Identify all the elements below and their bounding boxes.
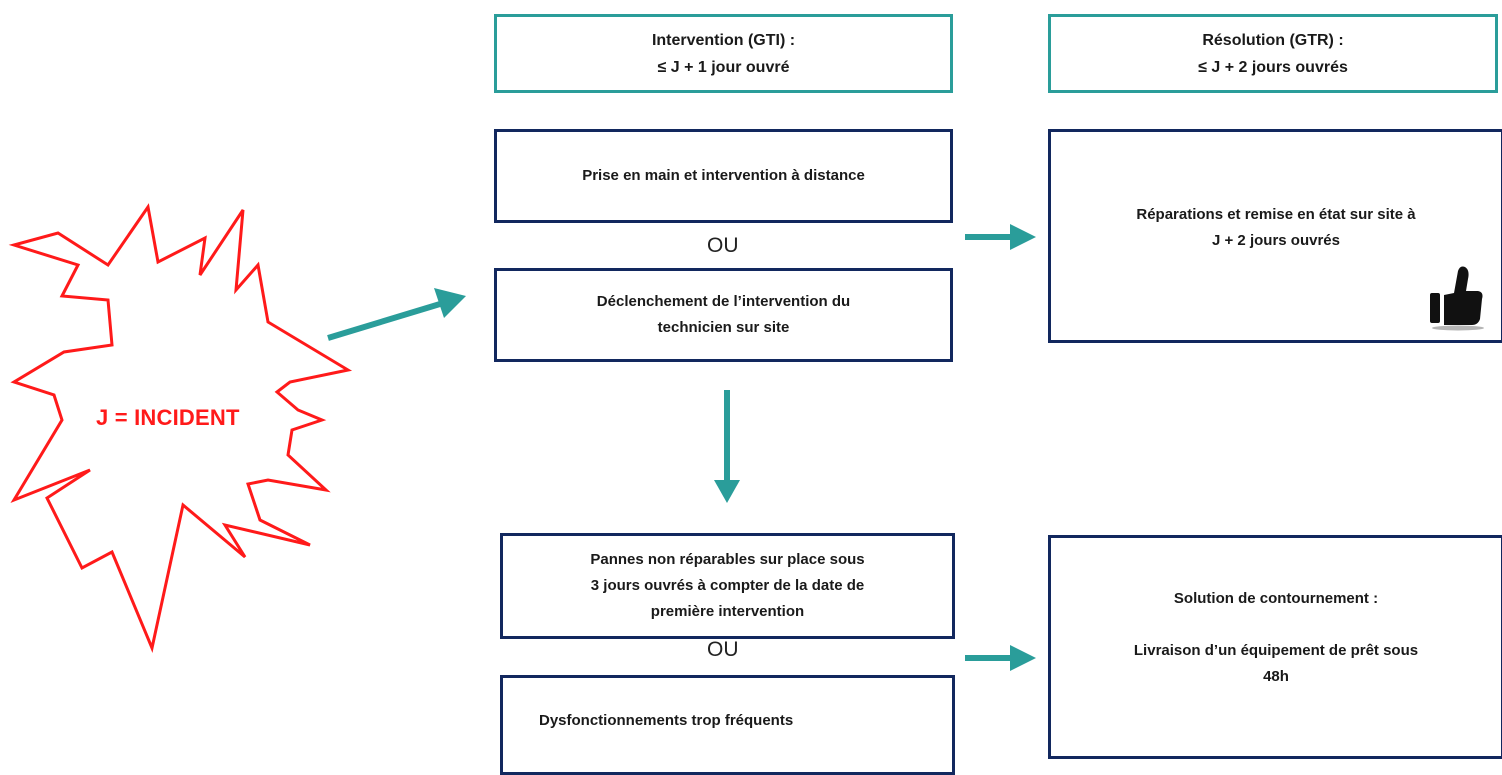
- onsite-repair-line2: J + 2 jours ouvrés: [1212, 232, 1340, 249]
- header-gtr-title: Résolution (GTR) :: [1202, 31, 1344, 49]
- header-gti: Intervention (GTI) : ≤ J + 1 jour ouvré: [494, 14, 953, 93]
- arrowhead-incident-to-intervention: [434, 288, 466, 318]
- workaround-line2: 48h: [1263, 668, 1289, 685]
- unrepairable-line3: première intervention: [650, 603, 805, 620]
- onsite-intervention-line2: technicien sur site: [657, 319, 790, 336]
- onsite-intervention-box: Déclenchement de l’intervention du techn…: [494, 268, 953, 362]
- incident-label: J = INCIDENT: [96, 405, 240, 430]
- incident-starburst: [8, 203, 353, 653]
- or-label-1: OU: [707, 234, 739, 257]
- arrowhead-down-to-failures: [714, 480, 740, 503]
- remote-intervention-box: Prise en main et intervention à distance: [494, 129, 953, 223]
- arrowhead-intervention-to-repair: [1010, 224, 1036, 250]
- frequent-failures-box: Dysfonctionnements trop fréquents: [500, 675, 955, 775]
- arrow-incident-to-intervention: [327, 301, 441, 341]
- thumbs-up-icon: [1430, 266, 1484, 331]
- unrepairable-line2: 3 jours ouvrés à compter de la date de: [590, 577, 865, 594]
- or-label-2: OU: [707, 638, 739, 661]
- workaround-box: Solution de contournement : Livraison d’…: [1048, 535, 1502, 759]
- workaround-line1: Livraison d’un équipement de prêt sous: [1133, 642, 1419, 659]
- arrowhead-failures-to-workaround: [1010, 645, 1036, 671]
- header-gtr-deadline: ≤ J + 2 jours ouvrés: [1198, 58, 1348, 76]
- header-gti-deadline: ≤ J + 1 jour ouvré: [657, 58, 790, 76]
- header-gti-title: Intervention (GTI) :: [651, 31, 796, 49]
- unrepairable-line1: Pannes non réparables sur place sous: [590, 551, 865, 568]
- onsite-repair-line1: Réparations et remise en état sur site à: [1136, 206, 1416, 223]
- header-gtr: Résolution (GTR) : ≤ J + 2 jours ouvrés: [1048, 14, 1498, 93]
- onsite-repair-box: Réparations et remise en état sur site à…: [1048, 129, 1502, 343]
- remote-intervention-text: Prise en main et intervention à distance: [582, 167, 865, 184]
- unrepairable-failure-box: Pannes non réparables sur place sous 3 j…: [500, 533, 955, 639]
- workaround-title: Solution de contournement :: [1173, 590, 1379, 607]
- frequent-failures-text: Dysfonctionnements trop fréquents: [539, 712, 794, 729]
- onsite-intervention-line1: Déclenchement de l’intervention du: [596, 293, 851, 310]
